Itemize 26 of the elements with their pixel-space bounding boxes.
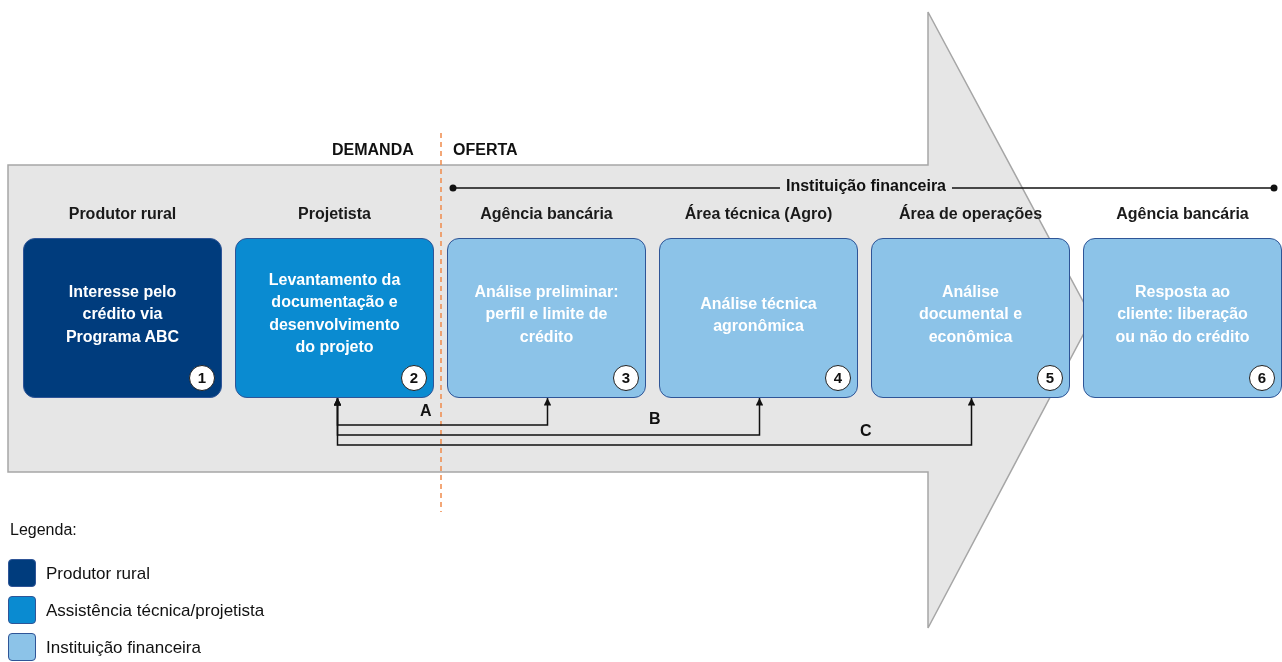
legend-label: Instituição financeira [46, 638, 201, 658]
step-text: Análise técnica agronômica [699, 294, 818, 337]
step-text: Resposta ao cliente: liberação ou não do crédito [1114, 282, 1251, 347]
bracket-label: Instituição financeira [780, 177, 952, 195]
step-text: Análise documental e econômica [917, 282, 1024, 347]
section-label: OFERTA [453, 141, 518, 159]
connector-arrow [333, 397, 976, 446]
column-heading: Agência bancária [479, 205, 614, 223]
step-number: 6 [1249, 365, 1275, 391]
step-number: 1 [189, 365, 215, 391]
column-heading: Agência bancária [1115, 205, 1250, 223]
legend-title: Legenda: [10, 521, 77, 539]
step-number: 4 [825, 365, 851, 391]
legend-label: Produtor rural [46, 564, 150, 584]
column-heading: Projetista [297, 205, 372, 223]
section-label: DEMANDA [332, 141, 414, 159]
legend-label: Assistência técnica/projetista [46, 601, 265, 621]
column-heading: Área de operações [897, 205, 1044, 223]
column-heading: Produtor rural [67, 205, 178, 223]
step-number: 3 [613, 365, 639, 391]
step-text: Interesse pelo crédito via Programa ABC [64, 282, 181, 347]
step-text: Análise preliminar: perfil e limite de crédito [473, 282, 620, 347]
step-number: 5 [1037, 365, 1063, 391]
column-heading: Área técnica (Agro) [683, 205, 834, 223]
step-number: 2 [401, 365, 427, 391]
step-text: Levantamento da documentação e desenvolvimento do projeto [267, 269, 402, 357]
